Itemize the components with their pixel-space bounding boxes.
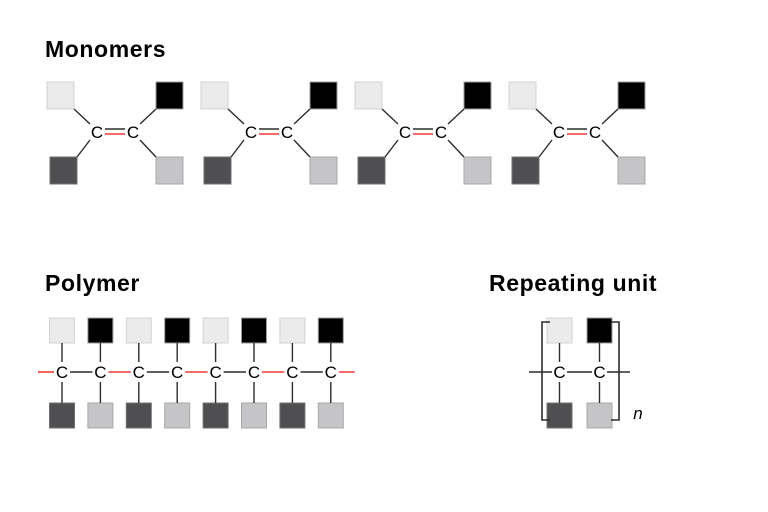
- silver-substituent-square: [617, 156, 646, 185]
- carbon-atom-label: C: [553, 363, 565, 382]
- repeating-unit-section-title: Repeating unit: [489, 270, 658, 296]
- single-bond: [535, 108, 553, 125]
- single-bond: [447, 108, 465, 125]
- repeating-unit-diagram: C Cn: [529, 317, 643, 429]
- black-substituent-square: [87, 317, 114, 344]
- light-substituent-square: [508, 81, 537, 110]
- silver-substituent-square: [463, 156, 492, 185]
- silver-substituent-square: [241, 402, 267, 429]
- single-bond: [73, 108, 91, 125]
- dark-substituent-square: [49, 156, 78, 185]
- carbon-atom-label: C: [593, 363, 605, 382]
- carbon-atom-label: C: [589, 123, 601, 142]
- light-substituent-square: [202, 317, 229, 344]
- light-substituent-square: [46, 81, 75, 110]
- black-substituent-square: [317, 317, 344, 344]
- light-substituent-square: [354, 81, 383, 110]
- carbon-atom-label: C: [286, 363, 298, 382]
- carbon-atom-label: C: [127, 123, 139, 142]
- silver-substituent-square: [164, 402, 191, 429]
- left-bracket: [541, 321, 550, 421]
- single-bond: [139, 139, 157, 158]
- black-substituent-square: [241, 317, 267, 344]
- black-substituent-square: [309, 81, 338, 110]
- polymer-section-title: Polymer: [45, 270, 140, 296]
- silver-substituent-square: [309, 156, 338, 185]
- carbon-atom-label: C: [245, 123, 257, 142]
- carbon-atom-label: C: [325, 363, 337, 382]
- silver-substituent-square: [586, 402, 613, 429]
- dark-substituent-square: [125, 402, 152, 429]
- silver-substituent-square: [317, 402, 344, 429]
- carbon-atom-label: C: [91, 123, 103, 142]
- carbon-atom-label: C: [248, 363, 260, 382]
- black-substituent-square: [617, 81, 646, 110]
- single-bond: [381, 108, 399, 125]
- single-bond: [76, 139, 91, 158]
- right-bracket: [611, 321, 620, 421]
- carbon-atom-label: C: [171, 363, 183, 382]
- light-substituent-square: [125, 317, 152, 344]
- carbon-atom-label: C: [94, 363, 106, 382]
- black-substituent-square: [463, 81, 492, 110]
- black-substituent-square: [155, 81, 184, 110]
- carbon-atom-label: C: [435, 123, 447, 142]
- light-substituent-square: [49, 317, 75, 344]
- dark-substituent-square: [279, 402, 306, 429]
- carbon-atom-label: C: [56, 363, 68, 382]
- dark-substituent-square: [357, 156, 386, 185]
- carbon-atom-label: C: [399, 123, 411, 142]
- carbon-atom-label: C: [281, 123, 293, 142]
- black-substituent-square: [164, 317, 191, 344]
- silver-substituent-square: [155, 156, 184, 185]
- single-bond: [538, 139, 553, 158]
- light-substituent-square: [279, 317, 306, 344]
- single-bond: [139, 108, 157, 125]
- light-substituent-square: [546, 317, 573, 344]
- dark-substituent-square: [511, 156, 540, 185]
- carbon-atom-label: C: [553, 123, 565, 142]
- repeat-subscript-n: n: [633, 404, 642, 423]
- silver-substituent-square: [87, 402, 114, 429]
- single-bond: [227, 108, 245, 125]
- carbon-atom-label: C: [133, 363, 145, 382]
- single-bond: [601, 139, 619, 158]
- single-bond: [601, 108, 619, 125]
- dark-substituent-square: [203, 156, 232, 185]
- monomers-section-title: Monomers: [45, 36, 167, 62]
- single-bond: [293, 108, 311, 125]
- dark-substituent-square: [49, 402, 75, 429]
- single-bond: [230, 139, 245, 158]
- dark-substituent-square: [546, 402, 573, 429]
- carbon-atom-label: C: [209, 363, 221, 382]
- dark-substituent-square: [202, 402, 229, 429]
- black-substituent-square: [586, 317, 613, 344]
- light-substituent-square: [200, 81, 229, 110]
- single-bond: [384, 139, 399, 158]
- single-bond: [447, 139, 465, 158]
- single-bond: [293, 139, 311, 158]
